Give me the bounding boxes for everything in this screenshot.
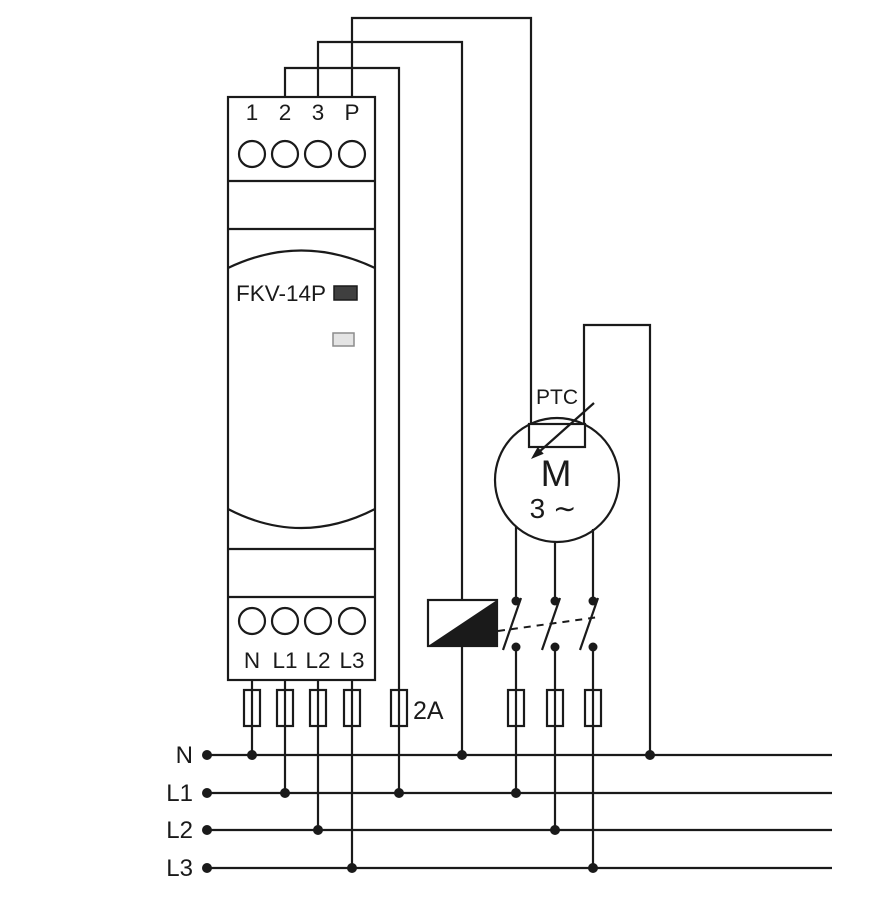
fuse-rating-label: 2A (413, 697, 444, 725)
terminal-label-l1: L1 (272, 648, 297, 673)
wire-terminal2-to-l1 (283, 66, 401, 793)
contact-dot (588, 596, 598, 606)
contact-blade (578, 597, 600, 651)
terminal-label-2: 2 (279, 100, 292, 125)
ptc-label: PTC (536, 386, 578, 409)
junction-dot (394, 788, 404, 798)
ptc-arrow-shaft (538, 402, 595, 453)
junction-dots (247, 750, 655, 873)
motor-circle (493, 416, 621, 544)
terminal-label-1: 1 (246, 100, 259, 125)
terminal-label-p: P (344, 100, 359, 125)
motor-letter: M (541, 453, 572, 494)
fuse (583, 688, 603, 728)
motor-labels: M 3 ∼ (530, 453, 577, 524)
contactor-coil (426, 598, 499, 648)
contactor-contacts (497, 596, 600, 652)
junction-dot (550, 825, 560, 835)
fuses: 2A (242, 688, 603, 728)
terminal-label-n: N (244, 648, 260, 673)
fuse (342, 688, 362, 728)
rail-label-n: N (176, 742, 193, 769)
rail-label-l3: L3 (166, 855, 193, 882)
fuse (308, 688, 328, 728)
fuse-2a (389, 688, 409, 728)
device-model-label: FKV-14P (236, 281, 326, 306)
terminal-screw (303, 606, 333, 636)
rail-start-dot (202, 788, 212, 798)
ptc-sensor: PTC (527, 386, 595, 459)
coil-triangle (428, 600, 497, 646)
rail-label-l1: L1 (166, 780, 193, 807)
terminal-label-l2: L2 (305, 648, 330, 673)
rail-start-dot (202, 863, 212, 873)
power-rails: N L1 L2 L3 (166, 742, 832, 882)
terminal-screw (337, 606, 367, 636)
junction-dot (511, 788, 521, 798)
contact-blade (501, 597, 523, 651)
rail-label-l2: L2 (166, 817, 193, 844)
terminal-screw (270, 139, 300, 169)
terminal-label-3: 3 (312, 100, 325, 125)
fuse (242, 688, 262, 728)
contact-blade (540, 597, 562, 651)
wire-ptc-to-n (582, 323, 652, 755)
junction-dot (588, 863, 598, 873)
wire-terminalp-to-ptc (350, 16, 533, 437)
fuse (506, 688, 526, 728)
ptc-arrow-head (531, 447, 544, 459)
contact-dot (511, 596, 521, 606)
junction-dot (347, 863, 357, 873)
device-face-arc-top (227, 249, 376, 269)
contact-dot (511, 642, 521, 652)
terminal-screw (337, 139, 367, 169)
wire-terminal3-to-coil (316, 40, 464, 600)
terminal-screw (270, 606, 300, 636)
fuse (545, 688, 565, 728)
rail-start-dot (202, 750, 212, 760)
contact-dot (550, 642, 560, 652)
led-indicator-on (333, 285, 358, 301)
contact-dot (550, 596, 560, 606)
device-fkv14p: 1 2 3 P FKV-14P N L1 L2 L3 (226, 95, 377, 682)
fuse (275, 688, 295, 728)
junction-dot (247, 750, 257, 760)
junction-dot (313, 825, 323, 835)
junction-dot (457, 750, 467, 760)
terminal-label-l3: L3 (339, 648, 364, 673)
led-indicator-off (332, 332, 355, 347)
motor-phase-label: 3 ∼ (530, 493, 577, 524)
terminal-screw (303, 139, 333, 169)
junction-dot (645, 750, 655, 760)
device-face-arc-bottom (227, 508, 376, 529)
wires (250, 16, 652, 868)
contact-link (497, 616, 600, 632)
junction-dot (280, 788, 290, 798)
terminal-screw (237, 139, 267, 169)
device-body (226, 95, 377, 682)
contact-dot (588, 642, 598, 652)
rail-start-dot (202, 825, 212, 835)
terminal-screw (237, 606, 267, 636)
